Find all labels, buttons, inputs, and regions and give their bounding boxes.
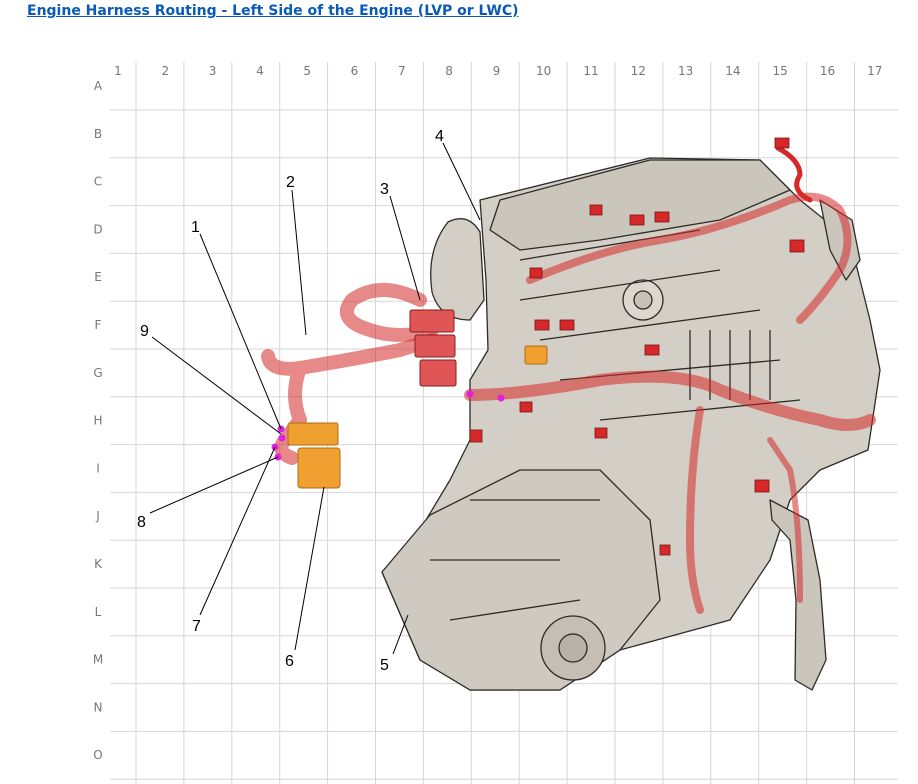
grid-column-label: 3 xyxy=(209,64,217,78)
callout-4: 4 xyxy=(435,128,444,145)
grid-column-label: 1 xyxy=(114,64,122,78)
grid-column-label: 5 xyxy=(303,64,311,78)
grid-row-labels: A B C D E F G H I J K L M N O xyxy=(93,79,103,762)
grid-row-label: G xyxy=(93,366,102,380)
grid-column-label: 16 xyxy=(820,64,835,78)
grid-column-label: 7 xyxy=(398,64,406,78)
grid-row-label: J xyxy=(95,509,100,523)
cam-cover xyxy=(489,159,791,251)
grid-column-label: 15 xyxy=(773,64,788,78)
engine-illustration xyxy=(381,157,881,691)
grid-row-label: I xyxy=(96,461,100,475)
grid-row-label: B xyxy=(94,127,102,141)
grid-column-label: 13 xyxy=(678,64,693,78)
callout-7: 7 xyxy=(192,618,201,635)
leader-6 xyxy=(294,486,325,651)
grid-column-label: 2 xyxy=(161,64,169,78)
harness-right-drop xyxy=(767,437,803,603)
connector-block-3c xyxy=(419,359,457,387)
grid-column-label: 9 xyxy=(493,64,501,78)
diagram-title[interactable]: Engine Harness Routing - Left Side of th… xyxy=(27,3,519,19)
connector-block-3b xyxy=(414,334,456,358)
grid-column-label: 10 xyxy=(536,64,551,78)
connector-group-3 xyxy=(409,309,457,387)
grid-column-label: 17 xyxy=(867,64,882,78)
grid-column-label: 6 xyxy=(351,64,359,78)
grid-column-label: 14 xyxy=(725,64,740,78)
grid-row-label: A xyxy=(94,79,103,93)
timing-cover xyxy=(430,218,485,321)
grid-column-label: 11 xyxy=(583,64,598,78)
leader-5 xyxy=(392,614,409,655)
leader-7 xyxy=(199,446,276,616)
grid-row-label: N xyxy=(94,700,103,714)
grid-row-label: M xyxy=(93,653,103,667)
leader-8 xyxy=(149,456,279,514)
harness-main-trunk xyxy=(464,370,876,431)
ecm-module-lower xyxy=(297,447,341,489)
ecm-highlight xyxy=(287,345,548,489)
leader-9 xyxy=(151,336,282,435)
harness-branch-left-loop xyxy=(340,283,439,342)
callout-3: 3 xyxy=(380,181,389,198)
grid-row-label: L xyxy=(95,605,102,619)
connector-block-3a xyxy=(409,309,455,333)
harness-to-front xyxy=(686,406,704,614)
callout-5: 5 xyxy=(380,657,389,674)
engine-highlight-connector xyxy=(524,345,548,365)
grid-row-label: F xyxy=(95,318,102,332)
grid-column-label: 8 xyxy=(445,64,453,78)
callout-9: 9 xyxy=(140,323,149,340)
leader-3 xyxy=(389,195,421,301)
callout-2: 2 xyxy=(286,174,295,191)
leader-2 xyxy=(291,189,307,336)
callout-numbers: 1 2 3 4 5 6 7 8 9 xyxy=(137,128,444,674)
grid-row-label: D xyxy=(93,222,102,236)
grid-column-label: 12 xyxy=(631,64,646,78)
engine-connectors xyxy=(469,137,805,556)
callout-1: 1 xyxy=(191,219,200,236)
callout-8: 8 xyxy=(137,514,146,531)
grid-row-label: E xyxy=(94,270,102,284)
grid-row-label: H xyxy=(93,414,102,428)
harness-upper-run xyxy=(526,192,852,324)
grid-row-label: O xyxy=(93,748,102,762)
callout-leaders xyxy=(149,142,481,655)
leader-1 xyxy=(199,233,282,430)
callout-6: 6 xyxy=(285,653,294,670)
leader-4 xyxy=(442,142,481,221)
harness-top-lead xyxy=(775,145,813,203)
grid-row-label: C xyxy=(94,175,102,189)
ecm-module-upper xyxy=(287,422,339,446)
grid-row-label: K xyxy=(94,557,103,571)
grid-column-label: 4 xyxy=(256,64,264,78)
